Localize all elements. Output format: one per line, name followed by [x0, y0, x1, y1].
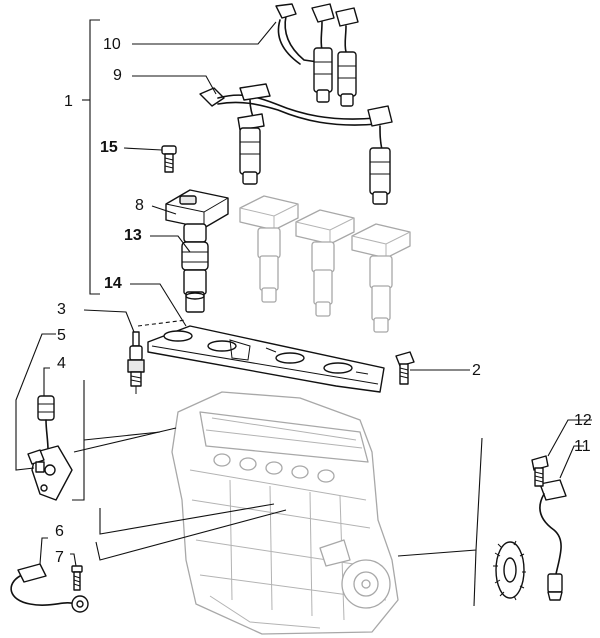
stud-7: [71, 565, 83, 591]
engine-block: [171, 391, 399, 635]
leader-lines: [15, 19, 592, 607]
callout-labels: 10 9 1 15 8 13 14 3 5 4 2 12 11 6 7: [55, 36, 592, 566]
callout-9: 9: [113, 67, 122, 84]
bolt-2: [395, 351, 415, 385]
callout-15: 15: [100, 139, 118, 156]
ignition-cable-set-10: [275, 3, 359, 107]
callout-4: 4: [57, 355, 66, 372]
callout-11: 11: [574, 438, 591, 455]
callout-1: 1: [64, 93, 73, 110]
callout-14: 14: [104, 275, 122, 292]
tone-wheel: [493, 540, 526, 601]
screw-12: [531, 455, 549, 487]
callout-8: 8: [135, 197, 144, 214]
callout-3: 3: [57, 301, 66, 318]
coil-boot-13: [181, 241, 209, 313]
ghost-coil-2: [295, 209, 355, 317]
knock-sensor-6: [10, 563, 89, 613]
callout-6: 6: [55, 523, 64, 540]
screw-15: [161, 145, 177, 173]
ghost-coil-1: [239, 195, 299, 303]
sensor-4: [31, 395, 73, 501]
callout-13: 13: [124, 227, 142, 244]
callout-2: 2: [472, 362, 481, 379]
ghost-coil-3: [351, 223, 411, 333]
sensor-11: [539, 479, 567, 601]
ignition-cable-set-9: [199, 83, 393, 205]
callout-10: 10: [103, 36, 121, 53]
callout-12: 12: [574, 412, 592, 429]
spark-plug-3: [127, 331, 145, 394]
callout-7: 7: [55, 549, 64, 566]
callout-5: 5: [57, 327, 66, 344]
bolt-5: [27, 449, 45, 473]
ignition-coil-8: [165, 189, 229, 243]
cover-plate-14: [137, 319, 385, 393]
